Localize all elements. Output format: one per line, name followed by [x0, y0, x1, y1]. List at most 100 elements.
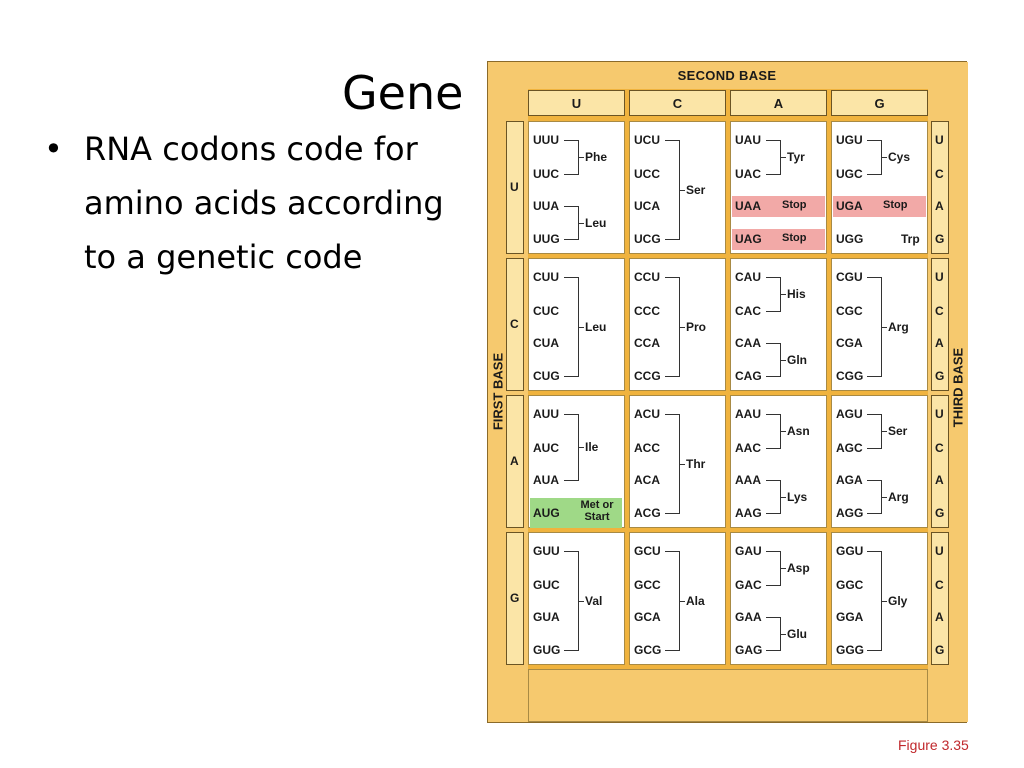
codon: GCU [634, 544, 661, 558]
codon: GGU [836, 544, 864, 558]
bracket-tick [679, 190, 685, 191]
codon: AGA [836, 473, 863, 487]
frame-band-top [488, 62, 966, 89]
bracket-tick [780, 497, 786, 498]
amino-acid-label: Gly [888, 594, 908, 608]
third-base-label: THIRD BASE [950, 347, 966, 428]
codon-cell [629, 395, 726, 528]
stop-highlight [732, 196, 825, 217]
codon-cell [528, 532, 625, 665]
codon: GGA [836, 610, 864, 624]
third-base-box-2 [931, 395, 949, 528]
third-base-box-0 [931, 121, 949, 254]
codon: CAU [735, 270, 761, 284]
codon: GUC [533, 578, 560, 592]
codon-bracket [766, 414, 781, 449]
codon-cell [831, 258, 928, 391]
amino-acid-label: Ser [686, 183, 706, 197]
codon-bracket [867, 277, 882, 377]
codon-bracket [564, 277, 579, 377]
amino-acid-label: Lys [787, 490, 808, 504]
third-base-letter-c: C [935, 167, 944, 181]
codon: AUU [533, 407, 559, 421]
codon: UAA [735, 199, 761, 213]
bracket-tick [780, 360, 786, 361]
first-base-box-g [506, 532, 524, 665]
first-base-letter-a: A [510, 453, 519, 468]
codon-bracket [665, 277, 680, 377]
bullet-item: RNA codons code for amino acids accordin… [44, 122, 444, 284]
codon: AAC [735, 441, 761, 455]
second-base-header-a: A [730, 90, 827, 116]
amino-acid-label: Thr [686, 457, 706, 471]
third-base-letter-u: U [935, 133, 944, 147]
first-base-label: FIRST BASE [490, 352, 506, 431]
codon-bracket [564, 414, 579, 481]
codon: CAC [735, 304, 761, 318]
codon: CCA [634, 336, 660, 350]
codon: UGC [836, 167, 863, 181]
codon: GUG [533, 643, 561, 657]
codon-bracket [564, 140, 579, 175]
bracket-tick [578, 157, 584, 158]
amino-acid-label: Tyr [787, 150, 805, 164]
codon: GUA [533, 610, 560, 624]
bracket-tick [679, 601, 685, 602]
codon: UUC [533, 167, 559, 181]
stop-label: Stop [883, 199, 908, 211]
codon-bracket [766, 480, 781, 514]
codon: UCC [634, 167, 660, 181]
amino-acid-label: Ile [585, 440, 599, 454]
amino-acid-label: Leu [585, 216, 607, 230]
stop-highlight [732, 229, 825, 250]
first-base-letter-g: G [510, 590, 520, 605]
codon-bracket [766, 140, 781, 175]
codon: AAG [735, 506, 762, 520]
first-base-box-u [506, 121, 524, 254]
codon: CGG [836, 369, 864, 383]
codon: GAC [735, 578, 762, 592]
codon-bracket [564, 551, 579, 651]
bottom-band [528, 669, 928, 722]
amino-acid-label: Trp [901, 232, 920, 246]
codon: ACA [634, 473, 660, 487]
amino-acid-label: Pro [686, 320, 707, 334]
codon-cell [629, 258, 726, 391]
codon-cell [629, 532, 726, 665]
stop-label: Stop [782, 232, 807, 244]
bracket-tick [578, 327, 584, 328]
codon-cell [528, 121, 625, 254]
amino-acid-label: Cys [888, 150, 911, 164]
bracket-tick [679, 327, 685, 328]
codon-bracket [867, 551, 882, 651]
amino-acid-label: Asp [787, 561, 810, 575]
bracket-tick [881, 601, 887, 602]
third-base-box-3 [931, 532, 949, 665]
codon: CCU [634, 270, 660, 284]
codon: CGC [836, 304, 863, 318]
first-base-box-a [506, 395, 524, 528]
codon-bracket [665, 140, 680, 240]
second-base-label: SECOND BASE [677, 68, 777, 83]
amino-acid-label: Arg [888, 320, 909, 334]
codon-bracket [665, 551, 680, 651]
bracket-tick [881, 497, 887, 498]
third-base-letter-u: U [935, 407, 944, 421]
codon: CUA [533, 336, 559, 350]
codon: UAC [735, 167, 761, 181]
amino-acid-label: Ser [888, 424, 908, 438]
bracket-tick [578, 447, 584, 448]
third-base-letter-g: G [935, 369, 945, 383]
codon: GUU [533, 544, 560, 558]
codon: AAA [735, 473, 761, 487]
codon-bracket [867, 480, 882, 514]
amino-acid-label: Arg [888, 490, 909, 504]
codon: UGG [836, 232, 864, 246]
codon: CUU [533, 270, 559, 284]
start-label: Met or Start [580, 499, 614, 523]
codon: UUU [533, 133, 559, 147]
first-base-letter-u: U [510, 179, 519, 194]
third-base-letter-a: A [935, 336, 944, 350]
codon: UCG [634, 232, 661, 246]
